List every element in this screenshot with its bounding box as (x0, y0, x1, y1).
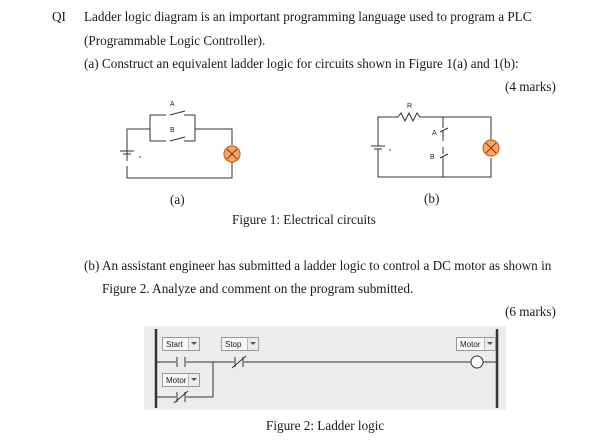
marks-b: (6 marks) (505, 304, 556, 319)
switch-b2-label: B (430, 154, 435, 161)
motor-coil-tag-label: Motor (460, 340, 481, 349)
fig1b-label: (b) (424, 191, 440, 206)
figure1-caption: Figure 1: Electrical circuits (232, 212, 376, 227)
stop-tag-dropdown[interactable]: Stop (221, 337, 259, 351)
start-tag-dropdown[interactable]: Start (162, 337, 200, 351)
motor-coil-tag-dropdown[interactable]: Motor (456, 337, 496, 351)
start-tag-label: Start (166, 340, 183, 349)
chevron-down-icon[interactable] (247, 338, 258, 350)
intro-line-2: (Programmable Logic Controller). (84, 33, 266, 48)
figure2-caption: Figure 2: Ladder logic (266, 418, 385, 433)
motor-contact-tag-dropdown[interactable]: Motor (162, 373, 200, 387)
chevron-down-icon[interactable] (188, 338, 199, 350)
chevron-down-icon[interactable] (188, 374, 199, 386)
chevron-down-icon[interactable] (484, 338, 495, 350)
marks-a: (4 marks) (505, 79, 556, 94)
part-b-line-2: Figure 2. Analyze and comment on the pro… (102, 281, 414, 296)
switch-a2-label: A (432, 130, 437, 137)
stop-tag-label: Stop (225, 340, 242, 349)
intro-line-1: Ladder logic diagram is an important pro… (84, 9, 532, 24)
part-a-text: (a) Construct an equivalent ladder logic… (84, 56, 519, 71)
question-number: QI (52, 9, 66, 24)
switch-a-label: A (170, 101, 175, 108)
part-b-line-1: (b) An assistant engineer has submitted … (84, 258, 552, 273)
resistor-label: R (407, 103, 413, 110)
motor-contact-tag-label: Motor (166, 376, 187, 385)
fig1a-label: (a) (170, 192, 185, 207)
switch-b-label: B (170, 127, 175, 134)
